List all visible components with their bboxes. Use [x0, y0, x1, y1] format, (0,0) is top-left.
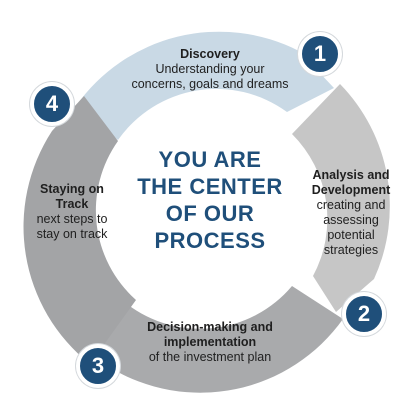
- step-description-line: of the investment plan: [148, 350, 272, 364]
- step-title-line: Track: [55, 197, 89, 211]
- step-description-line: next steps to: [36, 212, 108, 226]
- step-description-line: concerns, goals and dreams: [131, 77, 289, 91]
- step-number-badge: 2: [342, 292, 386, 336]
- center-title-line: PROCESS: [154, 228, 266, 253]
- segment-discovery: [76, 31, 334, 140]
- segment-analysis: [292, 84, 390, 312]
- step-number-badge: 4: [30, 82, 74, 126]
- step-analysis-text: Analysis and Development creating and as…: [296, 168, 406, 258]
- step-decision-text: Decision-making and implementation of th…: [118, 320, 302, 365]
- step-title-line: implementation: [163, 335, 257, 349]
- step-description-line: strategies: [323, 243, 379, 257]
- segment-decision: [83, 286, 343, 393]
- step-title-line: Development: [311, 183, 391, 197]
- step-description-line: Understanding your: [155, 62, 265, 76]
- step-title-line: Staying on: [40, 182, 104, 196]
- center-title-line: YOU ARE: [158, 147, 262, 172]
- segment-staying: [23, 96, 136, 364]
- center-title: YOU ARE THE CENTER OF OUR PROCESS: [110, 146, 310, 254]
- center-title-line: OF OUR: [165, 201, 255, 226]
- step-description-line: assessing: [323, 213, 379, 227]
- step-title-line: Analysis and: [312, 168, 390, 182]
- step-description-line: stay on track: [36, 227, 108, 241]
- step-description-line: potential: [327, 228, 375, 242]
- step-number-badge: 3: [76, 344, 120, 388]
- step-staying-text: Staying on Track next steps to stay on t…: [22, 182, 122, 242]
- step-title: Discovery: [180, 47, 240, 61]
- step-number-badge: 1: [298, 32, 342, 76]
- step-discovery-text: Discovery Understanding your concerns, g…: [120, 47, 300, 92]
- center-title-line: THE CENTER: [137, 174, 283, 199]
- step-title-line: Decision-making and: [147, 320, 273, 334]
- step-description-line: creating and: [316, 198, 386, 212]
